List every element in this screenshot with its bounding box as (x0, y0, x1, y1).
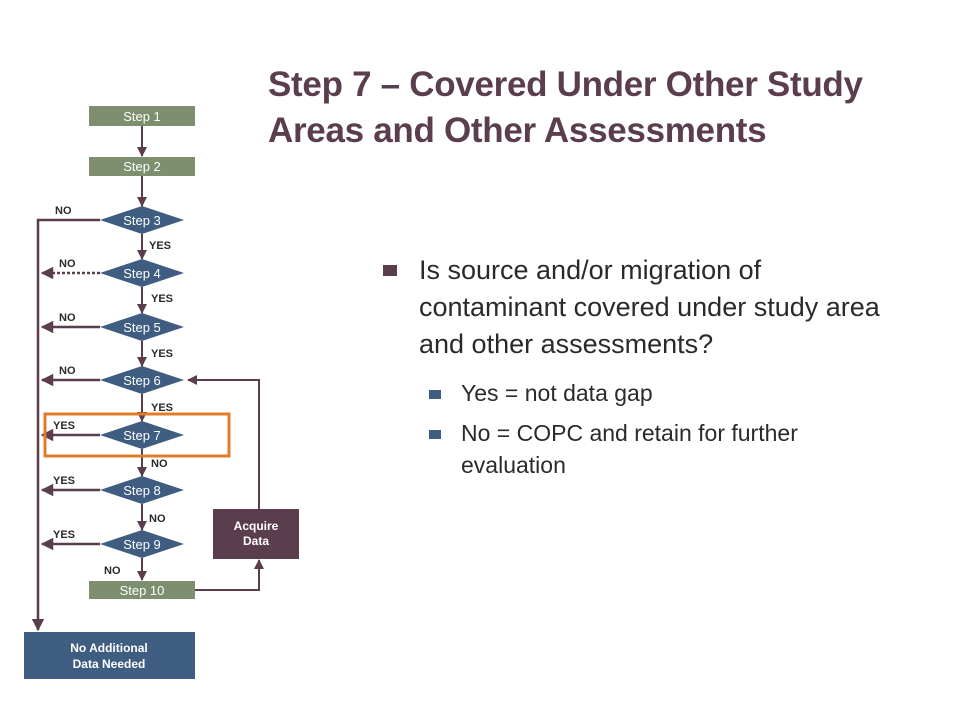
side-label-3: NO (55, 205, 72, 217)
step9-diamond (100, 530, 184, 558)
down-label-4: YES (151, 293, 173, 305)
square-bullet-icon (429, 390, 441, 399)
terminal-label-line1: No Additional (70, 641, 148, 655)
sub-bullet-1: Yes = not data gap (429, 377, 903, 409)
title-line-1: Step 7 – Covered Under Other Study (268, 65, 863, 104)
side-label-4: NO (59, 258, 76, 270)
side-label-5: NO (59, 312, 76, 324)
side-label-6: NO (59, 365, 76, 377)
square-bullet-icon (383, 265, 397, 276)
down-label-6: YES (151, 402, 173, 414)
step3-no-path (31, 218, 100, 632)
step2-label: Step 2 (123, 159, 161, 174)
down-label-9: NO (104, 565, 121, 577)
sub-bullet-1-text: Yes = not data gap (461, 380, 653, 406)
terminal-label-line2: Data Needed (73, 657, 146, 671)
step6-label: Step 6 (123, 373, 161, 388)
step1-box (89, 106, 195, 126)
step3-label: Step 3 (123, 213, 161, 228)
page-title: Step 7 – Covered Under Other Study Areas… (268, 62, 948, 154)
step10-box (89, 581, 195, 599)
down-label-7: NO (151, 458, 168, 470)
step5-diamond (100, 313, 184, 341)
step4-label: Step 4 (123, 266, 161, 281)
sub-bullet-list: Yes = not data gap No = COPC and retain … (429, 377, 903, 481)
no-additional-data-box (24, 632, 195, 679)
bullet-list: Is source and/or migration of contaminan… (383, 252, 903, 489)
side-label-7: YES (53, 420, 75, 432)
step8-label: Step 8 (123, 483, 161, 498)
current-step-highlight (43, 412, 231, 458)
sub-bullet-2: No = COPC and retain for further evaluat… (429, 417, 903, 481)
title-line-2: Areas and Other Assessments (268, 111, 767, 150)
side-label-8: YES (53, 475, 75, 487)
acquire-data-box (213, 509, 299, 559)
step9-label: Step 9 (123, 537, 161, 552)
down-label-5: YES (151, 348, 173, 360)
square-bullet-icon (429, 430, 441, 439)
step8-diamond (100, 476, 184, 504)
step10-to-acquire-path (195, 559, 264, 591)
step3-diamond (100, 206, 184, 234)
sub-bullet-2-text: No = COPC and retain for further evaluat… (461, 420, 798, 478)
step6-diamond (100, 366, 184, 394)
side-label-9: YES (53, 529, 75, 541)
step10-label: Step 10 (120, 583, 165, 598)
acquire-label-line2: Data (243, 534, 269, 548)
acquire-label-line1: Acquire (234, 519, 279, 533)
step7-diamond (100, 421, 184, 449)
step7-label: Step 7 (123, 428, 161, 443)
step4-diamond (100, 259, 184, 287)
down-label-3: YES (149, 240, 171, 252)
bullet-main: Is source and/or migration of contaminan… (383, 252, 903, 363)
acquire-to-step6-path (187, 375, 260, 510)
step1-label: Step 1 (123, 109, 161, 124)
step5-label: Step 5 (123, 320, 161, 335)
down-label-8: NO (149, 513, 166, 525)
step2-box (89, 157, 195, 176)
bullet-main-text: Is source and/or migration of contaminan… (419, 255, 880, 359)
